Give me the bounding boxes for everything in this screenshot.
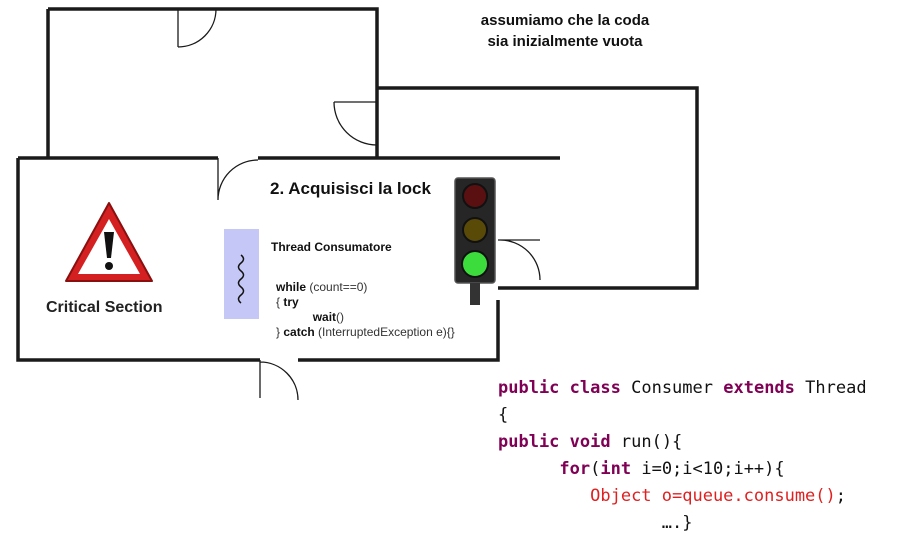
- kw-void: void: [569, 432, 611, 452]
- try-keyword: try: [283, 295, 299, 309]
- code-line-3: public void run(){: [498, 429, 867, 456]
- semicolon: ;: [835, 486, 847, 506]
- door-right-room: [333, 101, 378, 146]
- thread-code: while (count==0) { try wait() } catch (I…: [276, 280, 455, 340]
- while-keyword: while: [276, 280, 307, 294]
- run-signature: run(){: [620, 432, 683, 452]
- kw-class: class: [569, 378, 621, 398]
- code-line-2: {: [498, 405, 509, 425]
- consumer-code: public class Consumer extends Thread { pub…: [498, 375, 867, 537]
- door-main-top: [217, 158, 259, 201]
- class-name: Consumer: [631, 378, 713, 398]
- note-line-1: assumiamo che la coda: [480, 12, 650, 29]
- catch-rest: (InterruptedException e){}: [314, 325, 455, 339]
- kw-extends: extends: [723, 378, 795, 398]
- ellipsis-close: ….}: [661, 513, 693, 533]
- warning-icon: [65, 202, 153, 282]
- code-line-6: ….}: [498, 510, 867, 537]
- consume-call: Object o=queue.consume(): [590, 486, 836, 506]
- kw-int: int: [600, 459, 632, 479]
- catch-open: }: [276, 325, 284, 339]
- for-paren: (: [590, 459, 601, 479]
- code-line-1: public class Consumer extends Thread: [498, 375, 867, 402]
- while-condition: (count==0): [306, 280, 368, 294]
- door-main-bottom: [259, 360, 299, 401]
- thread-title: Thread Consumatore: [271, 240, 392, 254]
- kw-public-2: public: [498, 432, 560, 452]
- top-room-wall: [48, 7, 379, 158]
- wait-keyword: wait: [312, 310, 337, 324]
- code-line-4: for(int i=0;i<10;i++){: [498, 456, 867, 483]
- thread-strip: [224, 229, 259, 319]
- kw-for: for: [559, 459, 591, 479]
- wait-parens: (): [336, 310, 345, 324]
- step-title: 2. Acquisisci la lock: [270, 179, 431, 198]
- catch-keyword: catch: [283, 325, 315, 339]
- main-room-bottom-wall-2: [298, 300, 500, 362]
- try-open: {: [276, 295, 284, 309]
- kw-public: public: [498, 378, 560, 398]
- right-room-wall: [377, 86, 699, 290]
- traffic-light-icon: [454, 177, 496, 305]
- note-line-2: sia inizialmente vuota: [487, 33, 643, 50]
- for-rest: i=0;i<10;i++){: [631, 459, 785, 479]
- door-main-right: [498, 239, 541, 281]
- door-top: [177, 8, 217, 48]
- code-line-5: Object o=queue.consume();: [498, 483, 867, 510]
- note-text: assumiamo che la coda sia inizialmente v…: [440, 10, 690, 52]
- thread-squiggle-icon: [237, 254, 245, 304]
- base-class: Thread: [805, 378, 867, 398]
- main-room-left-wall: [16, 158, 260, 362]
- critical-section-label: Critical Section: [46, 299, 163, 316]
